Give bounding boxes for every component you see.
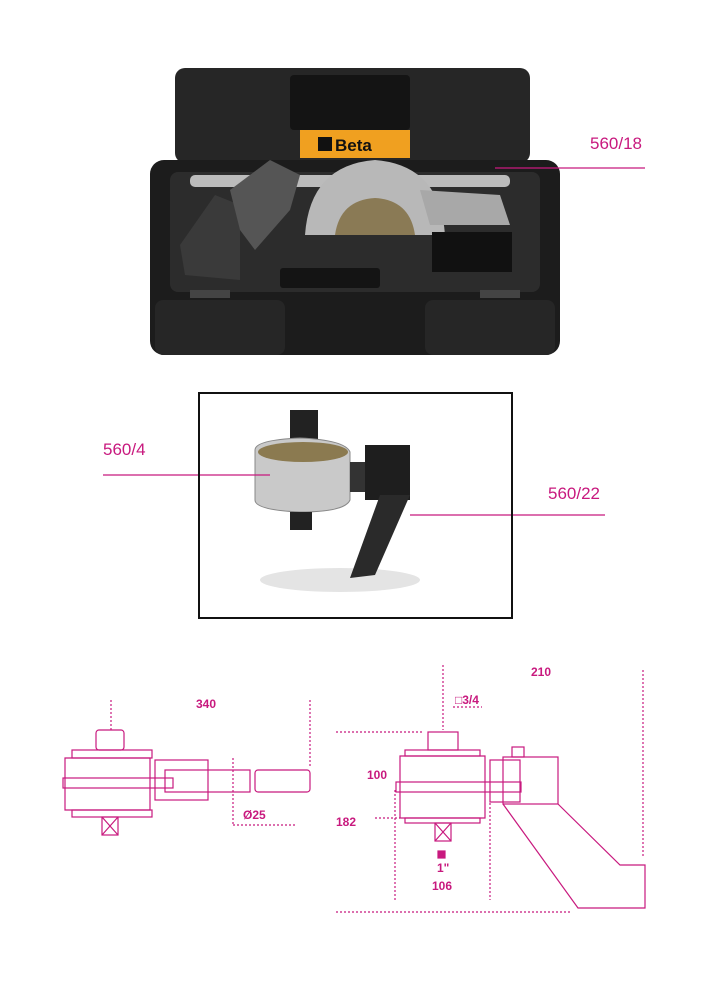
dim-input-square: □3/4 — [455, 693, 479, 707]
case-photo: Beta — [150, 68, 560, 355]
dim-depth: 182 — [336, 815, 357, 829]
dim-diameter: Ø25 — [243, 808, 266, 822]
svg-text:Beta: Beta — [335, 136, 372, 155]
dim-width: 210 — [531, 665, 552, 679]
callout-560-22: 560/22 — [548, 484, 600, 503]
detail-photo — [254, 410, 420, 592]
callout-560-4: 560/4 — [103, 440, 146, 459]
callout-560-18: 560/18 — [590, 134, 642, 153]
dim-height: 100 — [367, 768, 388, 782]
dim-output-width: 106 — [432, 879, 453, 893]
technical-drawing-front-view — [336, 665, 646, 913]
dim-output-square: 1" — [437, 861, 450, 875]
detail-photo-frame — [198, 392, 513, 619]
dim-length: 340 — [196, 697, 217, 711]
technical-drawing-side-view — [62, 700, 311, 836]
